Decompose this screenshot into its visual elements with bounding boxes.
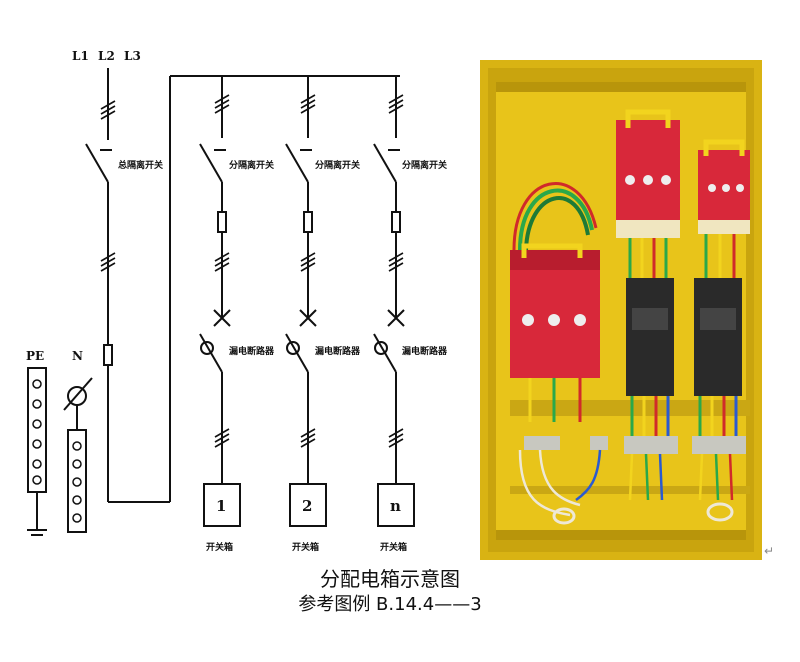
switch-box-number-n: n	[390, 497, 401, 515]
conductor-mark	[214, 257, 230, 267]
switch-box-name-2: 开关箱	[292, 541, 319, 553]
switch-box-name-1: 开关箱	[206, 541, 233, 553]
conductor-mark	[214, 262, 230, 272]
branch-switch-label-1: 分隔离开关	[229, 159, 274, 171]
branch-switch-label-2: 分隔离开关	[315, 159, 360, 171]
rcd-label-1: 漏电断路器	[229, 345, 275, 357]
conductor-mark	[100, 105, 116, 115]
conductor-mark	[100, 110, 116, 120]
conductor-mark	[388, 438, 404, 448]
distribution-box-photo	[480, 60, 762, 560]
conductor-mark	[100, 252, 116, 262]
caption-reference: 参考图例 B.14.4——3	[298, 594, 482, 615]
branch-switch-label-3: 分隔离开关	[402, 159, 447, 171]
phase-l3-label: L3	[124, 49, 141, 63]
conductor-mark	[388, 104, 404, 114]
conductor-mark	[214, 428, 230, 438]
rcd-label-2: 漏电断路器	[315, 345, 361, 357]
conductor-mark	[300, 94, 316, 104]
conductor-mark	[388, 428, 404, 438]
conductor-mark	[300, 262, 316, 272]
conductor-mark	[300, 257, 316, 267]
caption: 分配电箱示意图 参考图例 B.14.4——3	[0, 566, 800, 618]
conductor-mark	[100, 257, 116, 267]
n-label: N	[72, 349, 83, 363]
phase-l2-label: L2	[98, 49, 115, 63]
conductor-mark	[214, 99, 230, 109]
conductor-mark	[388, 433, 404, 443]
conductor-mark	[300, 428, 316, 438]
conductor-mark	[388, 257, 404, 267]
switch-box-name-n: 开关箱	[380, 541, 407, 553]
caption-title: 分配电箱示意图	[320, 567, 460, 591]
conductor-mark	[388, 262, 404, 272]
switch-box-number-1: 1	[216, 497, 226, 515]
conductor-mark	[388, 94, 404, 104]
conductor-mark	[100, 262, 116, 272]
distribution-box-schematic: L1 L2 L3 总隔离开关 分隔离开关 分隔离开关 分隔离开关 漏电断路器 漏…	[26, 49, 448, 553]
conductor-mark	[388, 99, 404, 109]
conductor-mark	[300, 438, 316, 448]
conductor-mark	[100, 100, 116, 110]
return-mark: ↵	[764, 544, 775, 558]
conductor-mark	[300, 433, 316, 443]
main-isolating-switch-label: 总隔离开关	[118, 159, 163, 171]
conductor-mark	[214, 104, 230, 114]
conductor-mark	[214, 433, 230, 443]
rcd-label-3: 漏电断路器	[402, 345, 448, 357]
conductor-mark	[214, 252, 230, 262]
conductor-mark	[300, 104, 316, 114]
conductor-mark	[300, 99, 316, 109]
phase-l1-label: L1	[72, 49, 89, 63]
conductor-mark	[388, 252, 404, 262]
switch-box-number-2: 2	[302, 497, 312, 515]
conductor-mark	[300, 252, 316, 262]
pe-label: PE	[26, 349, 44, 363]
conductor-mark	[214, 438, 230, 448]
conductor-mark	[214, 94, 230, 104]
